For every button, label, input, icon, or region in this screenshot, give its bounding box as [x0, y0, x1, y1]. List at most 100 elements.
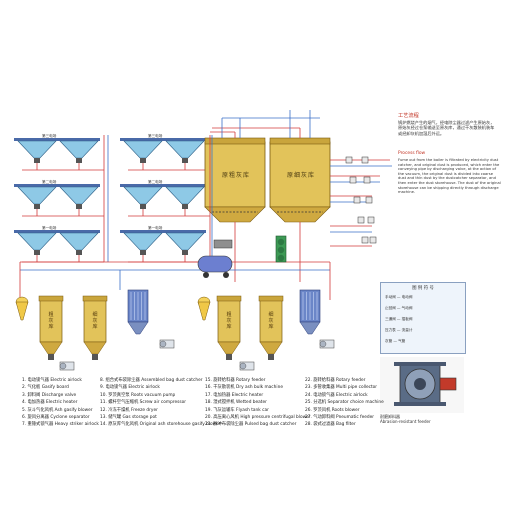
airlock-valve [140, 250, 146, 255]
process-title-en: Process flow [398, 151, 426, 156]
cyclone-separator-left-cone [15, 301, 29, 321]
fine-silo-left-label: 细灰库 [92, 312, 98, 330]
symbol-key: 图 例 符 号 手动阀 — 电动阀 止回阀 — 气动阀 三通阀 — 插板阀 压力… [380, 282, 466, 354]
hopper-beam [120, 230, 206, 233]
legend-item: 27. 气动卸料阀 Pneumatic feeder [305, 415, 375, 420]
airlock-valve [76, 204, 82, 209]
gasify-blower-motor [239, 362, 247, 370]
discharge-valve [226, 354, 232, 360]
discharge-valve [92, 354, 98, 360]
ash-hopper [59, 186, 99, 205]
cyclone-separator-right-cone [197, 301, 211, 321]
fine-silo-right-label: 细灰库 [268, 312, 274, 330]
valve-icon [369, 236, 377, 244]
legend-item: 19. 飞灰运输车 Flyash tank car [205, 407, 269, 413]
legend-item: 9. 电动锁气器 Electric airlock [100, 385, 160, 391]
ash-hopper [165, 140, 205, 159]
photo-caption: 耐磨卸料器 Abrasion-resistant feeder [380, 414, 431, 424]
key-title: 图 例 符 号 [412, 286, 434, 291]
valve-icon [345, 156, 353, 164]
coarse-silo-right-label: 粗灰库 [226, 312, 232, 330]
original-coarse-ash-silo [204, 137, 266, 223]
roots-vacuum-pump-motor [159, 340, 167, 348]
precipitator-hopper-bank [14, 138, 210, 263]
airlock-valve [140, 204, 146, 209]
beater-disc [277, 238, 285, 246]
legend-item: 3. 卸料阀 Discharge valve [22, 392, 77, 398]
ash-hopper [123, 140, 163, 159]
coarse-ash-silo-left-cone [39, 341, 63, 355]
coarse-ash-silo-right-cone [217, 341, 241, 355]
valve-icon [357, 216, 365, 224]
ash-hopper [123, 186, 163, 205]
legend-item: 2. 气化板 Gasify board [22, 385, 69, 391]
airlock-valve [140, 158, 146, 163]
legend-item: 1. 电动锁气器 Electric airlock [22, 378, 82, 383]
legend-item: 26. 罗茨风机 Roots blower [305, 407, 360, 413]
coarse-silo-left-label: 粗灰库 [48, 312, 54, 330]
airlock-valve [182, 250, 188, 255]
airlock-valve [34, 250, 40, 255]
hopper-beam [14, 138, 100, 141]
legend-item: 10. 罗茨真空泵 Roots vacuum pump [100, 392, 176, 398]
legend-item: 21. 脉冲布袋除尘器 Pulsed bag dust catcher [205, 422, 297, 428]
floor1-label-left: 第一电场 [42, 226, 57, 230]
hopper-beam [120, 184, 206, 187]
valve-icon [353, 196, 361, 204]
floor2-label-right: 第二电场 [148, 180, 163, 184]
wheel [203, 272, 209, 278]
legend-item: 6. 旋风分离器 Cyclone separator [22, 415, 90, 420]
ash-hopper [165, 186, 205, 205]
legend-item: 16. 干灰散装机 Dry ash bulk machine [205, 385, 283, 391]
legend-item: 20. 高压离心风机 High pressure centrifugal blo… [205, 415, 311, 420]
ash-hopper [17, 140, 57, 159]
coarse-silo-label: 原粗灰库 [222, 172, 251, 179]
key-row: 压力表 — 流量计 [385, 328, 413, 332]
legend-item: 8. 组合式布袋除尘器 Assembled bag dust catcher [100, 378, 203, 383]
discharge-valve [48, 354, 54, 360]
ash-hopper [165, 232, 205, 251]
legend-item: 11. 螺杆空气压缩机 Screw air compressor [100, 400, 186, 406]
hopper-beam [14, 230, 100, 233]
auxiliary-equipment [197, 235, 287, 278]
key-row: 止回阀 — 气动阀 [385, 306, 413, 310]
process-description-cn: 锅炉燃烧产生的烟气，经电除尘器过滤产生原始灰，原始灰经过仓泵输送至原灰库，通过干… [398, 120, 495, 136]
flyash-tank-car [197, 255, 233, 273]
floor2-label-left: 第二电场 [42, 180, 57, 184]
gasify-blower-motor [59, 362, 67, 370]
process-title-cn: 工艺流程 [398, 113, 419, 119]
beater-disc [277, 246, 285, 254]
airlock-valve [76, 250, 82, 255]
storage-silos-row [15, 289, 335, 371]
dry-ash-bulk-machine [213, 239, 233, 249]
legend-item: 13. 储气罐 Gas storage pot [100, 415, 157, 420]
bag-dust-catcher-left-cone [127, 321, 149, 335]
legend-item: 14. 原灰库气化风机 Original ash storehouse gasi… [100, 422, 221, 428]
legend-item: 15. 旋转给料器 Rotary feeder [205, 378, 266, 383]
valve-icon [361, 236, 369, 244]
fine-ash-silo-left-cone [83, 341, 107, 355]
airlock-valve [34, 158, 40, 163]
valve-icon [349, 176, 357, 184]
legend-item: 28. 袋式过滤器 Bag filter [305, 422, 356, 428]
valve-icon [361, 156, 369, 164]
legend-item: 5. 灰斗气化风机 Ash gasify blower [22, 407, 93, 413]
legend-item: 18. 湿式搅拌机 Wetted beater [205, 400, 267, 406]
feeder-photo [380, 357, 464, 413]
beater-disc [277, 254, 285, 262]
airlock-valve [34, 204, 40, 209]
valve-icon [367, 216, 375, 224]
ash-hopper [17, 186, 57, 205]
key-row: 三通阀 — 插板阀 [385, 317, 413, 321]
ash-hopper [59, 232, 99, 251]
original-fine-ash-silo [269, 137, 331, 223]
key-row: 手动阀 — 电动阀 [385, 295, 413, 299]
roots-blower-motor [319, 340, 327, 348]
fine-silo-label: 原细灰库 [287, 172, 316, 179]
legend-item: 12. 冷冻干燥机 Freeze dryer [100, 407, 158, 413]
fine-ash-silo-left-roof [82, 295, 108, 302]
fine-ash-silo-right-cone [259, 341, 283, 355]
ash-hopper [17, 232, 57, 251]
legend-item: 7. 重锤式锁气器 Heavy striker airlock [22, 422, 99, 428]
